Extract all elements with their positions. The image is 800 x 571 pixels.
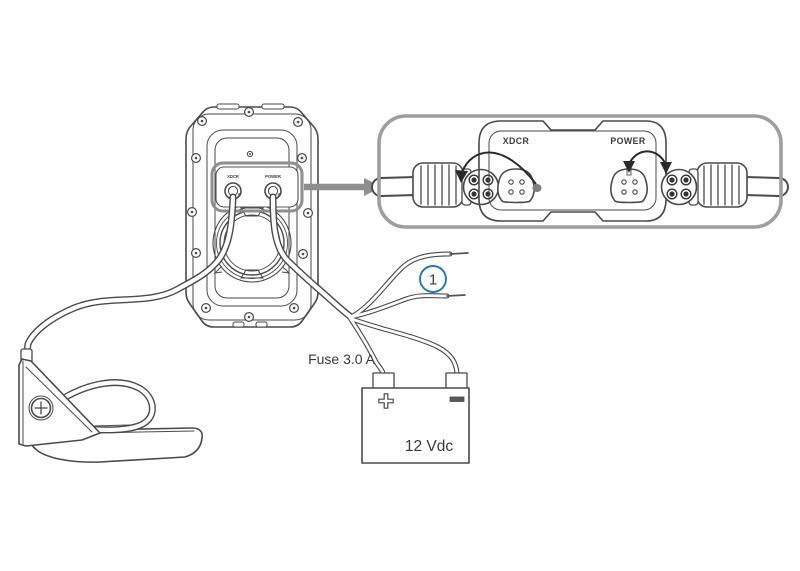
xdcr-cable-plug: [412, 162, 500, 208]
callout-xdcr-cable: [371, 176, 426, 197]
power-cable-plug: [660, 162, 748, 208]
device-case-outline: [185, 106, 319, 328]
connector-highlight-box: [210, 161, 304, 213]
callout-xdcr-port: [496, 168, 542, 204]
bare-wire-tip: [446, 294, 466, 297]
power-cable: [269, 193, 469, 377]
callout-power-cable: [734, 176, 789, 197]
bracket-screw: [28, 395, 54, 421]
device-power-label: POWER: [265, 174, 281, 179]
device-panel-inner: [214, 137, 290, 299]
device-xdcr-label: XDCR: [227, 174, 239, 179]
power-plug-pins: [666, 174, 692, 200]
battery: 12 Vdc: [361, 372, 470, 464]
callout-xdcr-label: XDCR: [503, 136, 530, 146]
device-panel-outer: [206, 129, 298, 307]
vent-hole-dot: [249, 153, 251, 155]
battery-negative-terminal: [445, 372, 468, 390]
callout-power-label: POWER: [610, 136, 645, 146]
step-number-callout: 1: [419, 265, 447, 293]
callout-panel-inner: [488, 130, 657, 211]
device-bottom-tab: [232, 321, 245, 328]
xdcr-port-key-tab: [532, 184, 542, 192]
transducer-cable: [20, 193, 237, 364]
ports-detail-callout: XDCR POWER: [371, 114, 789, 229]
device-rear-view: XDCR POWER: [185, 103, 319, 328]
battery-positive-terminal: [372, 372, 395, 390]
bare-wire-tip: [449, 252, 469, 255]
fuse-label: Fuse 3.0 A: [308, 351, 376, 367]
xdcr-alignment-arrow: [455, 151, 537, 185]
transom-mount-bracket: [18, 358, 101, 447]
device-bottom-tab: [255, 321, 268, 328]
battery-plus-symbol: [378, 393, 394, 409]
battery-minus-symbol: [449, 396, 465, 402]
xdcr-plug-pins: [468, 174, 494, 200]
callout-border: [377, 114, 783, 229]
device-top-tab: [261, 103, 285, 110]
device-screws: [187, 106, 314, 323]
step-number: 1: [429, 272, 437, 289]
battery-voltage-label: 12 Vdc: [405, 438, 454, 455]
power-alignment-arrow: [623, 150, 672, 174]
device-top-tab: [216, 103, 240, 110]
callout-panel-outer: [478, 120, 667, 222]
